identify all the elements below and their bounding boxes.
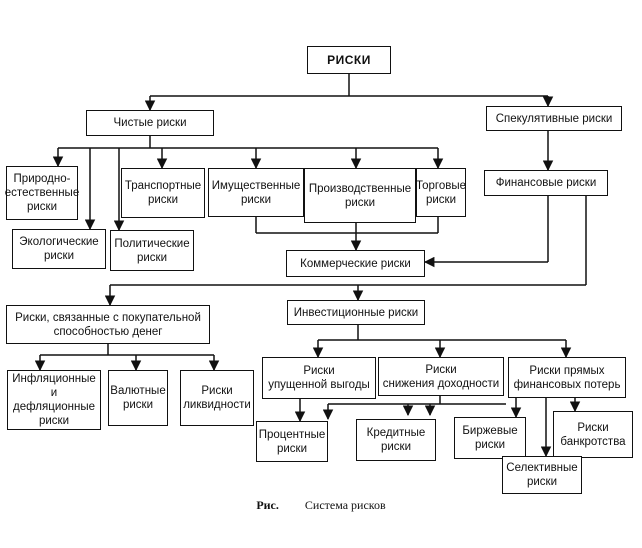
inflation-risks-node: Инфляционные и дефляционные риски <box>7 370 101 430</box>
transport-risks-node: Транспортные риски <box>121 168 205 218</box>
currency-risks-node: Валютные риски <box>108 370 168 426</box>
figure-caption: Рис. Система рисков <box>0 498 642 513</box>
credit-risks-node: Кредитные риски <box>356 419 436 461</box>
ecological-risks-node: Экологические риски <box>12 229 106 269</box>
interest-risks-node: Процентные риски <box>256 421 328 462</box>
figure-caption-text: Система рисков <box>304 498 386 512</box>
financial-risks-node: Финансовые риски <box>484 170 608 196</box>
natural-risks-node: Природно- естественные риски <box>5 166 79 220</box>
purchasing-power-risks-node: Риски, связанные с покупательной способн… <box>6 305 210 344</box>
direct-loss-risks-node: Риски прямых финансовых потерь <box>508 357 626 398</box>
political-risks-node: Политические риски <box>110 230 194 271</box>
selective-risks-node: Селективные риски <box>502 456 582 494</box>
risks-root-node: РИСКИ <box>307 46 391 74</box>
production-risks-node: Производственные риски <box>304 168 416 223</box>
liquidity-risks-node: Риски ликвидности <box>180 370 254 426</box>
property-risks-node: Имущественные риски <box>208 168 304 217</box>
bankruptcy-risks-node: Риски банкротства <box>553 411 633 458</box>
trade-risks-node: Торговые риски <box>416 168 466 217</box>
investment-risks-node: Инвестиционные риски <box>287 300 425 325</box>
lost-profit-risks-node: Риски упущенной выгоды <box>262 357 376 399</box>
exchange-risks-node: Биржевые риски <box>454 417 526 459</box>
pure-risks-node: Чистые риски <box>86 110 214 136</box>
speculative-risks-node: Спекулятивные риски <box>486 106 622 131</box>
commercial-risks-node: Коммерческие риски <box>286 250 425 277</box>
yield-decline-risks-node: Риски снижения доходности <box>378 357 504 396</box>
figure-caption-label: Рис. <box>256 498 279 512</box>
